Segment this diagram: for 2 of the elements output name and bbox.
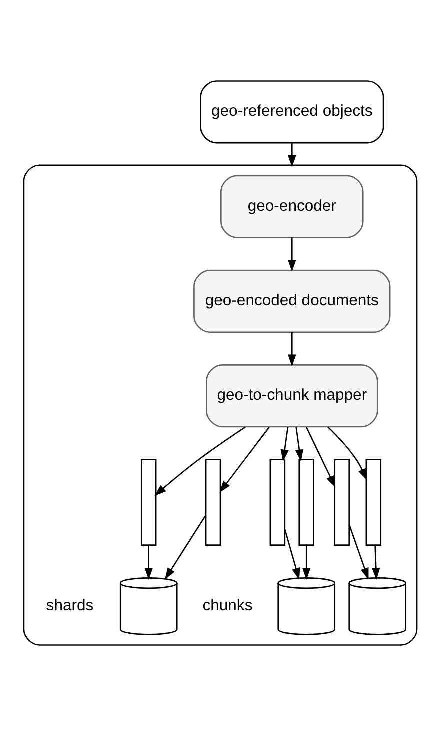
label: chunks <box>202 597 253 614</box>
label: shards <box>46 597 94 614</box>
